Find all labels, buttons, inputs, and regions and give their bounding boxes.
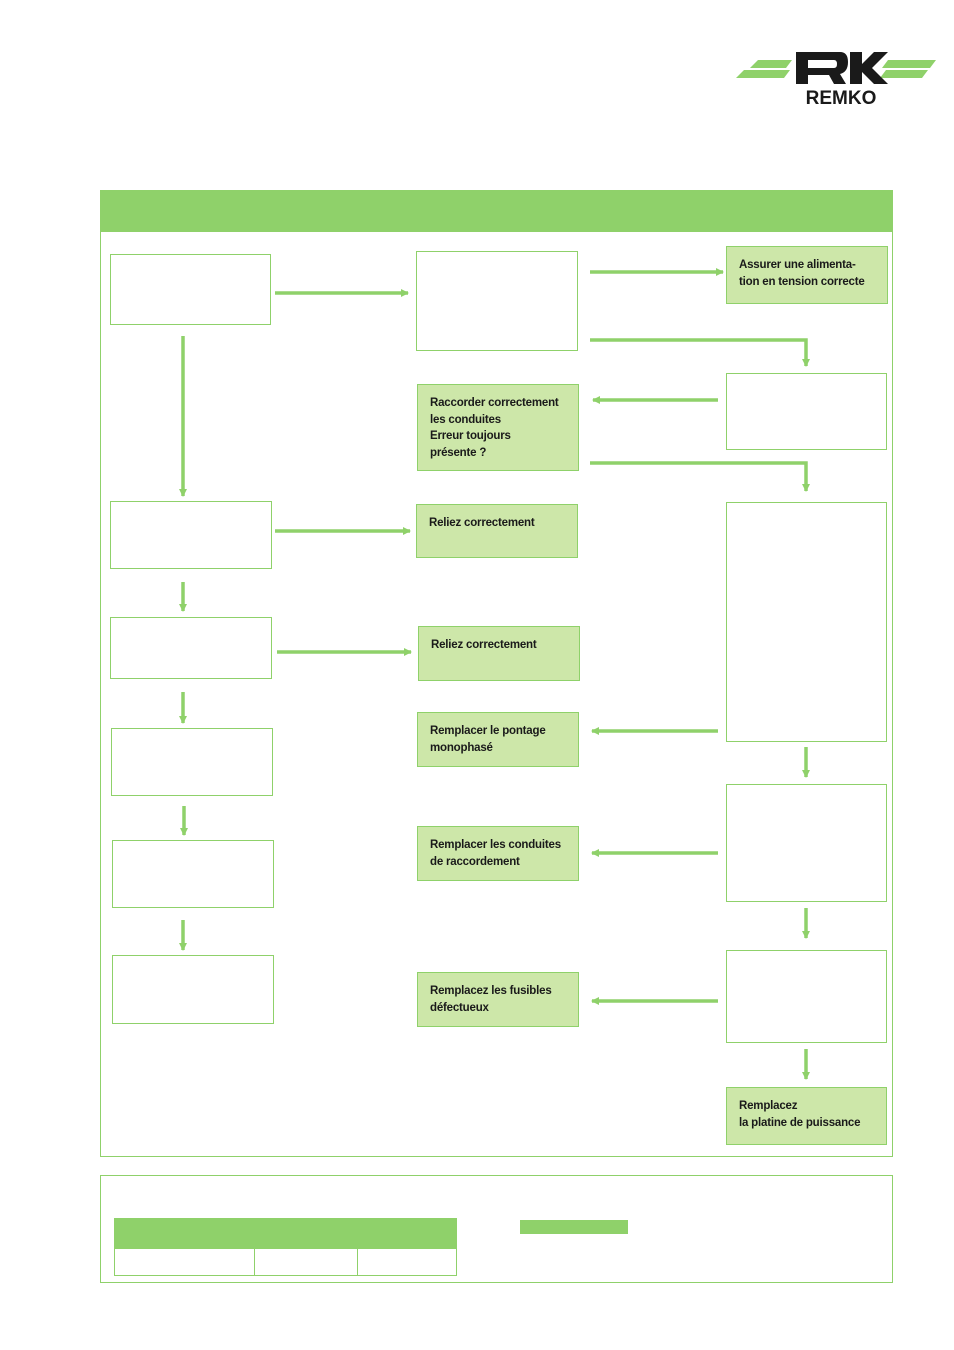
action-box-replace-cables: Remplacer les conduites de raccordement bbox=[417, 826, 579, 881]
decision-box-left-4 bbox=[111, 728, 273, 796]
decision-box-left-6 bbox=[112, 955, 274, 1024]
legend-header-cell bbox=[357, 1218, 457, 1249]
decision-box-left-3 bbox=[110, 617, 272, 679]
legend-table-row bbox=[114, 1248, 457, 1276]
legend-frame bbox=[100, 1175, 893, 1283]
decision-box-right-2 bbox=[726, 502, 887, 742]
action-box-replace-bridge: Remplacer le pontage monophasé bbox=[417, 712, 579, 767]
action-text: Raccorder correctement les conduites Err… bbox=[430, 397, 559, 459]
decision-box-left-2 bbox=[110, 501, 272, 569]
decision-box-middle-1 bbox=[416, 251, 578, 351]
legend-header-cell bbox=[254, 1218, 358, 1249]
decision-box-left-1 bbox=[110, 254, 271, 325]
action-box-reconnect-1: Reliez correctement bbox=[416, 504, 578, 558]
action-box-reconnect-lines: Raccorder correctement les conduites Err… bbox=[417, 384, 579, 471]
action-text: Remplacez les fusibles défectueux bbox=[430, 985, 552, 1014]
decision-box-right-1 bbox=[726, 373, 887, 450]
legend-header-cell bbox=[114, 1218, 255, 1249]
remko-logo: REMKO bbox=[736, 52, 936, 108]
action-box-reconnect-2: Reliez correctement bbox=[418, 626, 580, 681]
logo-wordmark: REMKO bbox=[806, 88, 877, 108]
decision-box-left-5 bbox=[112, 840, 274, 908]
legend-color-swatch bbox=[520, 1220, 628, 1234]
legend-cell bbox=[254, 1248, 358, 1276]
action-text: Remplacer le pontage monophasé bbox=[430, 725, 546, 754]
action-text: Remplacez la platine de puissance bbox=[739, 1100, 861, 1129]
legend-table bbox=[114, 1218, 457, 1276]
flowchart-header-bar bbox=[100, 190, 893, 232]
legend-cell bbox=[357, 1248, 457, 1276]
decision-box-right-3 bbox=[726, 784, 887, 902]
action-text: Reliez correctement bbox=[431, 639, 537, 651]
legend-cell bbox=[114, 1248, 255, 1276]
action-box-replace-fuses: Remplacez les fusibles défectueux bbox=[417, 972, 579, 1027]
action-text: Reliez correctement bbox=[429, 517, 535, 529]
action-box-ensure-voltage: Assurer une alimenta- tion en tension co… bbox=[726, 246, 888, 304]
action-box-replace-power-board: Remplacez la platine de puissance bbox=[726, 1087, 887, 1145]
decision-box-right-4 bbox=[726, 950, 887, 1043]
legend-table-header-row bbox=[114, 1218, 457, 1249]
action-text: Remplacer les conduites de raccordement bbox=[430, 839, 561, 868]
action-text: Assurer une alimenta- tion en tension co… bbox=[739, 259, 865, 288]
